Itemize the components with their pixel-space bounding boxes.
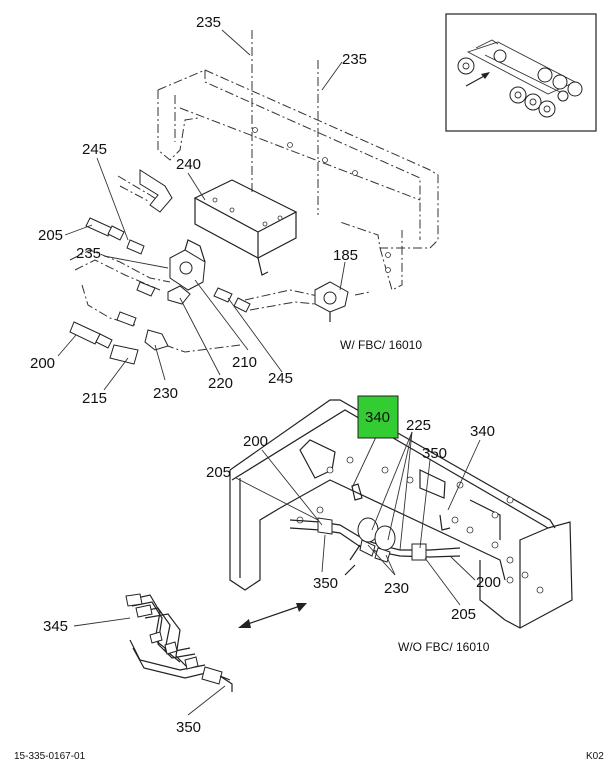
- leader-lines: [57, 29, 481, 716]
- callout-205-upper[interactable]: 205: [38, 227, 63, 244]
- callout-230-lower[interactable]: 230: [384, 580, 409, 597]
- callout-240[interactable]: 240: [176, 156, 201, 173]
- callout-200-lower-left[interactable]: 200: [243, 433, 268, 450]
- callout-340-right[interactable]: 340: [470, 423, 495, 440]
- callout-215[interactable]: 215: [82, 390, 107, 407]
- callout-235-left[interactable]: 235: [76, 245, 101, 262]
- hose-clamp: [314, 281, 349, 322]
- callout-235-top[interactable]: 235: [196, 14, 221, 31]
- hose-harness-detail: [125, 593, 233, 692]
- callout-340-highlight-box[interactable]: [357, 395, 399, 439]
- frame-crossmember-phantom: [157, 69, 439, 291]
- sheet-code: K02: [586, 751, 604, 761]
- callout-labels: 235 235 245 240 205 235 185 200 215 230 …: [30, 14, 501, 736]
- caption-with-fbc: W/ FBC/ 16010: [340, 338, 422, 352]
- callout-205-lower-left[interactable]: 205: [206, 464, 231, 481]
- callout-200-upper[interactable]: 200: [30, 355, 55, 372]
- callout-350-upper[interactable]: 350: [422, 445, 447, 462]
- callout-245-bottom[interactable]: 245: [268, 370, 293, 387]
- callout-245-top[interactable]: 245: [82, 141, 107, 158]
- double-arrow-icon: [238, 603, 307, 628]
- bolt-centerlines: [251, 30, 319, 215]
- air-line-lower: [289, 483, 461, 576]
- drawing-number: 15-335-0167-01: [14, 751, 86, 761]
- valve-body: [169, 239, 206, 291]
- callout-345[interactable]: 345: [43, 618, 68, 635]
- caption-without-fbc: W/O FBC/ 16010: [398, 640, 490, 654]
- hose-fittings-upper: [69, 169, 251, 365]
- locator-arrow-icon: [465, 72, 490, 87]
- chassis-locator-icon: [457, 39, 583, 118]
- air-line-phantom: [69, 175, 371, 353]
- callout-340-highlighted[interactable]: 340: [365, 409, 390, 426]
- callout-220[interactable]: 220: [208, 375, 233, 392]
- callout-210[interactable]: 210: [232, 354, 257, 371]
- callout-350-lower[interactable]: 350: [313, 575, 338, 592]
- frame-crossmember-lower: [229, 399, 573, 629]
- callout-235-right[interactable]: 235: [342, 51, 367, 68]
- locator-inset: [445, 13, 597, 132]
- callout-350-bottom[interactable]: 350: [176, 719, 201, 736]
- callout-230-upper[interactable]: 230: [153, 385, 178, 402]
- fitting-tee: [167, 285, 191, 305]
- callout-225[interactable]: 225: [406, 417, 431, 434]
- callout-185[interactable]: 185: [333, 247, 358, 264]
- mounting-bracket: [193, 179, 298, 276]
- callout-205-lower-right[interactable]: 205: [451, 606, 476, 623]
- callout-200-lower-right[interactable]: 200: [476, 574, 501, 591]
